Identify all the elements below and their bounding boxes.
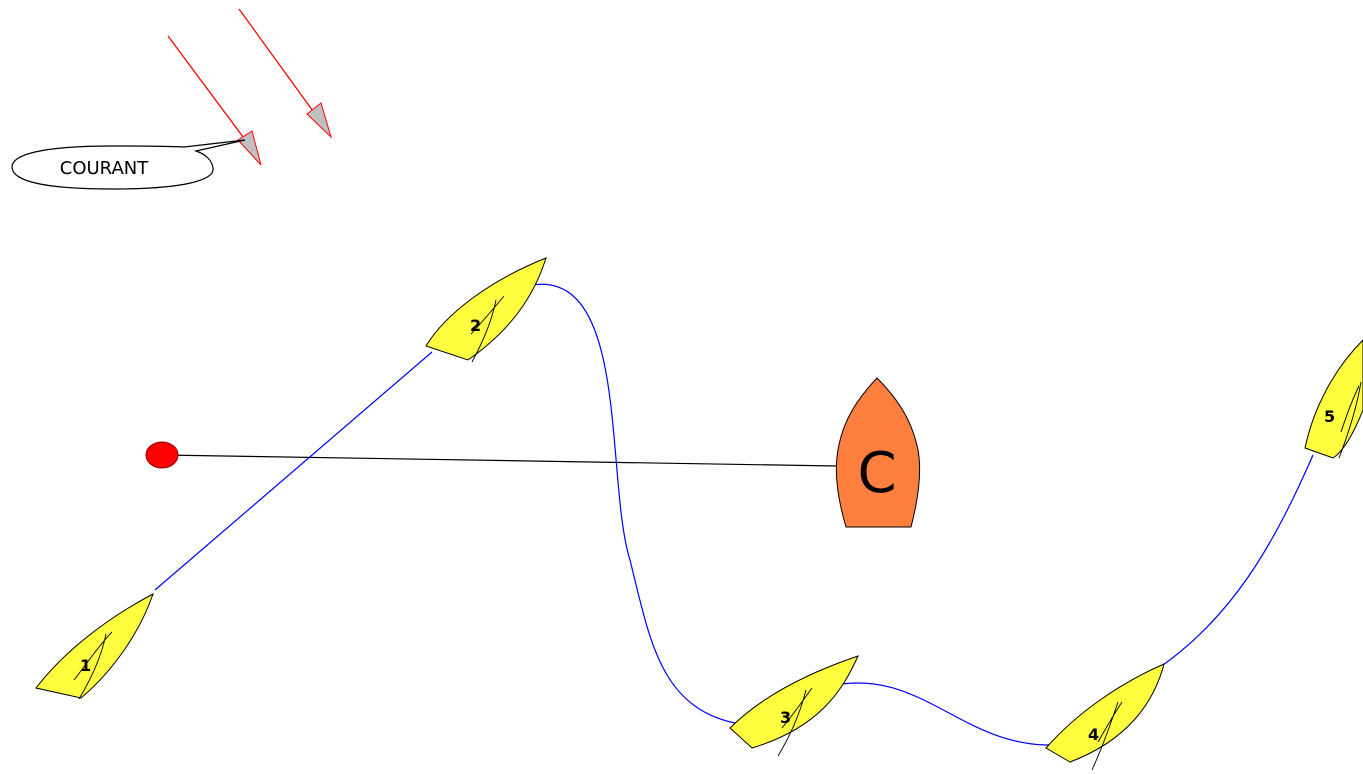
- boat-3: 3: [729, 655, 859, 757]
- current-callout: COURANT: [11, 139, 246, 190]
- boat-1: 1: [35, 592, 154, 700]
- boat-2-number: 2: [470, 316, 481, 335]
- boat-4: 4: [1045, 663, 1165, 771]
- boat-5: 5: [1304, 339, 1363, 459]
- boat-1-number: 1: [80, 656, 91, 675]
- current-arrows: [167, 8, 333, 166]
- current-arrow: [167, 35, 262, 166]
- current-label: COURANT: [60, 158, 149, 179]
- boat-2: 2: [425, 257, 547, 363]
- committee-boat-letter: C: [857, 441, 896, 506]
- current-arrow: [238, 8, 333, 139]
- boat-4-number: 4: [1088, 725, 1099, 744]
- start-line: [161, 454, 838, 467]
- pin-mark-buoy: [145, 441, 179, 469]
- boat-5-number: 5: [1324, 407, 1335, 426]
- boat-3-number: 3: [780, 708, 791, 727]
- committee-boat: C: [835, 377, 921, 528]
